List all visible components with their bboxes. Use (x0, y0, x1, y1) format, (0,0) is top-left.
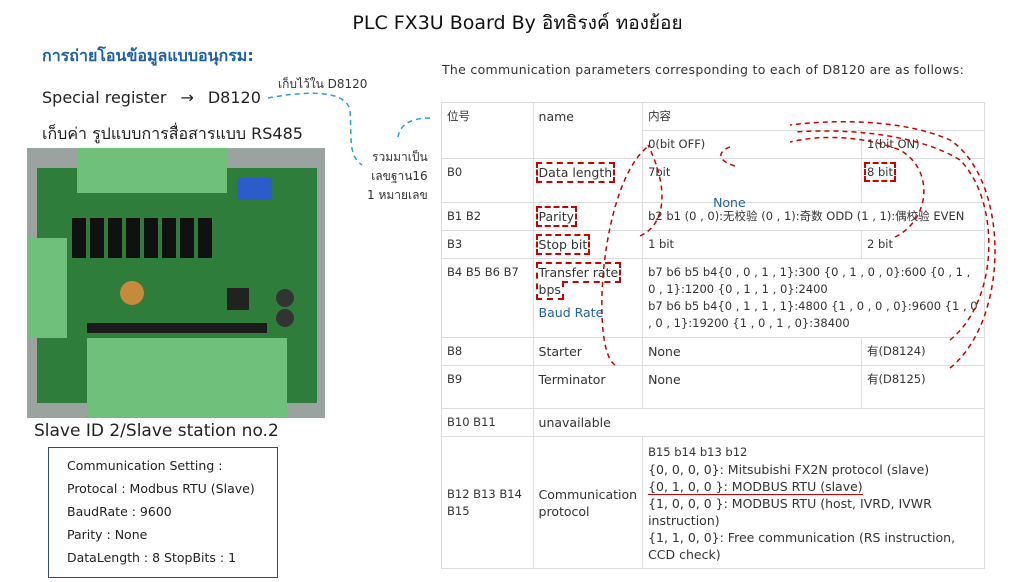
register-value: D8120 (207, 88, 261, 107)
on-cell: 2 bit (861, 230, 985, 259)
protocol-line: B15 b14 b13 b12 (648, 445, 748, 459)
bit-cell: B4 B5 B6 B7 (441, 258, 534, 338)
off-cell: None (642, 337, 863, 366)
parity-annotation: None (713, 195, 746, 210)
header-on: 1(bit ON) (861, 130, 985, 159)
special-register: Special register → D8120 (42, 88, 275, 107)
name-cell: Data length (535, 162, 616, 183)
content-line: b7 b6 b5 b4{0 , 0 , 1 , 1}:300 {0 , 1 , … (648, 265, 971, 296)
bit-cell: B8 (441, 337, 534, 366)
on-cell: 有(D8125) (861, 365, 985, 409)
note-line: 1 หมายเลข (367, 188, 428, 202)
store-text: เก็บค่า รูปแบบการสื่อสารแบบ RS485 (42, 124, 303, 143)
off-cell: 1 bit (642, 230, 863, 259)
note-line: เลขฐาน16 (371, 169, 428, 183)
protocol-line-selected: {0, 1, 0, 0 }: MODBUS RTU (slave) (648, 479, 863, 495)
settings-title: Communication Setting : (67, 458, 223, 473)
name-cell: Terminator (532, 365, 644, 409)
on-cell: 8 bit (864, 162, 896, 182)
protocol-line: {0, 0, 0, 0}: Mitsubishi FX2N protocol (… (648, 462, 930, 477)
note-hex: รวมมาเป็น เลขฐาน16 1 หมายเลข (367, 148, 428, 205)
off-cell: None (642, 365, 863, 409)
settings-parity: Parity : None (67, 527, 148, 542)
baud-rate-annotation: Baud Rate (538, 305, 604, 320)
bit-cell: B12 B13 B14 B15 (441, 436, 534, 569)
bit-cell: B3 (441, 230, 534, 259)
protocol-line: {1, 0, 0, 0 }: MODBUS RTU (host, IVRD, I… (648, 496, 932, 528)
table-intro: The communication parameters correspondi… (442, 62, 965, 77)
content-cell: unavailable (532, 408, 986, 437)
plc-board-photo (27, 148, 325, 418)
slide-title: PLC FX3U Board By อิทธิรงค์ ทองย้อย (352, 12, 683, 34)
settings-protocol: Protocal : Modbus RTU (Slave) (67, 481, 255, 496)
communication-settings-box: Communication Setting : Protocal : Modbu… (48, 447, 278, 578)
bit-cell: B0 (441, 158, 534, 203)
header-bit: 位号 (441, 102, 534, 159)
on-cell: 有(D8124) (861, 337, 985, 366)
slave-id: Slave ID 2/Slave station no.2 (34, 421, 279, 441)
bit-cell: B9 (441, 365, 534, 409)
name-cell: Starter (532, 337, 644, 366)
section-heading: การถ่ายโอนข้อมูลแบบอนุกรม: (42, 46, 254, 65)
content-line: b7 b6 b5 b4{0 , 1 , 1 , 1}:4800 {1 , 0 ,… (648, 299, 978, 330)
header-off: 0(bit OFF) (642, 130, 863, 159)
special-register-label: Special register (42, 88, 167, 107)
content-cell: b2 b1 (0 , 0):无校验 (0 , 1):奇数 ODD (1 , 1)… (648, 209, 965, 223)
settings-baud: BaudRate : 9600 (67, 504, 172, 519)
header-content: 内容 (642, 102, 985, 131)
name-cell: Parity (535, 206, 578, 227)
bit-cell: B1 B2 (441, 202, 534, 231)
name-cell: Stop bit (535, 234, 591, 255)
off-cell: 7bit (642, 158, 863, 203)
name-cell: Communication protocol (532, 436, 644, 569)
settings-length-stop: DataLength : 8 StopBits : 1 (67, 550, 237, 565)
header-name: name (532, 102, 644, 159)
name-cell: Transfer rate bps (535, 262, 622, 300)
protocol-line: {1, 1, 0, 0}: Free communication (RS ins… (648, 530, 956, 562)
arrow-right-icon: → (180, 88, 194, 107)
bit-cell: B10 B11 (441, 408, 534, 437)
note-stored: เก็บไว้ใน D8120 (278, 77, 368, 91)
note-line: รวมมาเป็น (372, 150, 428, 164)
arrow-hex-icon (397, 117, 431, 138)
